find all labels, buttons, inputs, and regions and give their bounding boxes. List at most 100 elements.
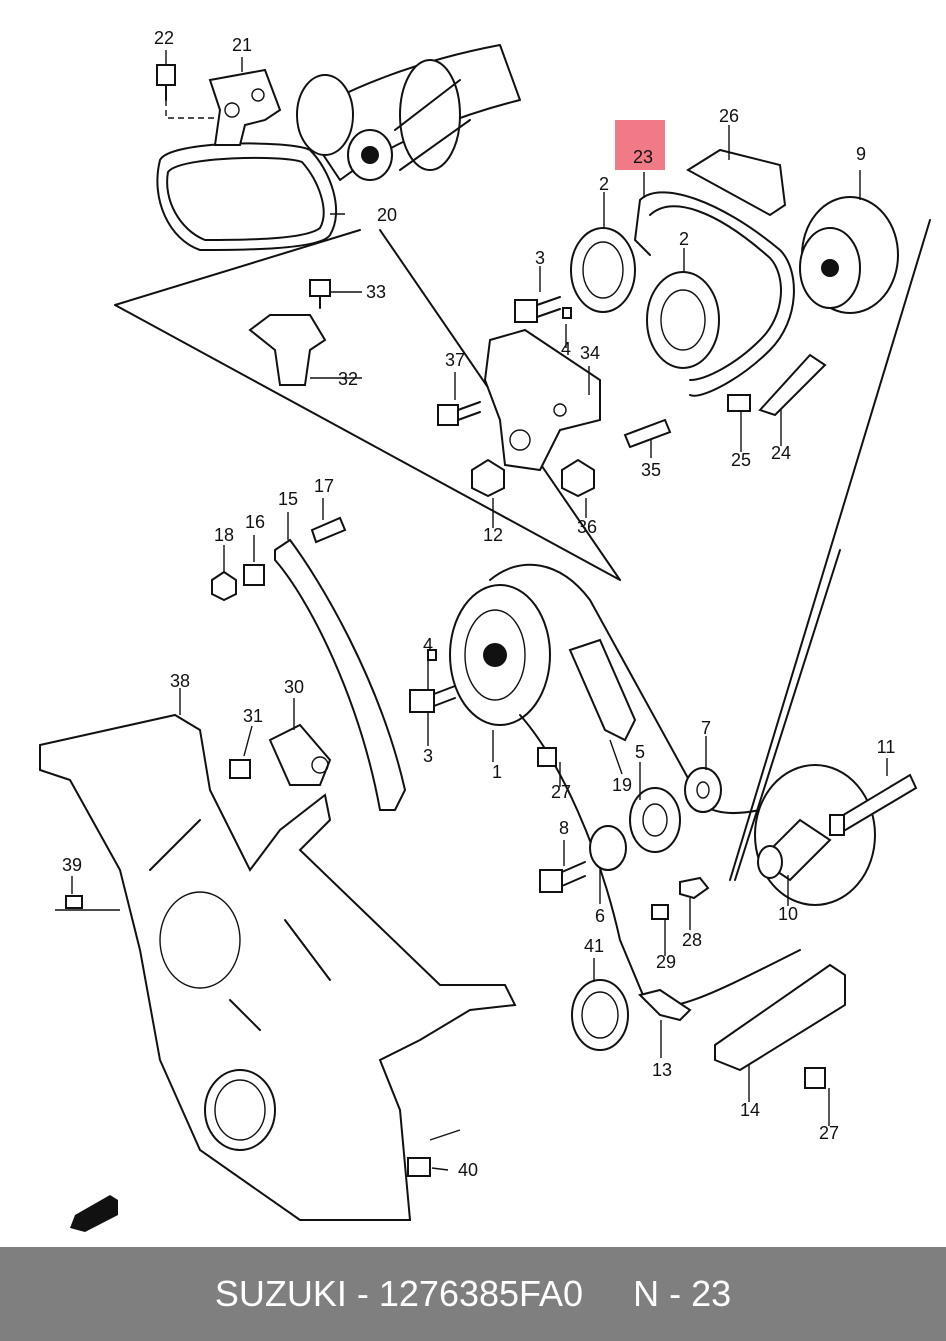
pin-4-lower — [427, 649, 437, 661]
washer-16 — [243, 564, 265, 586]
chain-20 — [156, 142, 338, 251]
footer-ref-prefix: N - — [633, 1273, 692, 1314]
bolt-33 — [309, 279, 331, 309]
highlight-23 — [615, 120, 665, 170]
footer-brand: SUZUKI — [214, 1273, 347, 1314]
pin-39 — [55, 895, 120, 911]
bolt-27-middle — [537, 747, 557, 767]
label-26: 26 — [719, 106, 739, 126]
sprocket-2-upper — [570, 227, 636, 313]
footer-gap — [583, 1273, 633, 1315]
label-21: 21 — [232, 35, 252, 55]
label-7: 7 — [701, 718, 711, 738]
sprocket-2-lower — [646, 271, 720, 369]
camshaft-assembly — [296, 44, 521, 181]
bolt-8 — [539, 861, 586, 893]
label-14: 14 — [740, 1100, 760, 1120]
washer-7 — [684, 767, 722, 813]
washer-6 — [589, 825, 627, 871]
pin-4-upper — [562, 307, 572, 319]
label-1: 1 — [492, 762, 502, 782]
label-39: 39 — [62, 855, 82, 875]
label-35: 35 — [641, 460, 661, 480]
label-2-upper: 2 — [599, 174, 609, 194]
label-29: 29 — [656, 952, 676, 972]
bolt-22 — [156, 64, 215, 119]
clip-28 — [679, 876, 710, 900]
footer-separator: - — [346, 1273, 379, 1314]
bolt-40 — [407, 1129, 461, 1177]
label-12: 12 — [483, 525, 503, 545]
bolt-29 — [651, 904, 669, 920]
bolt-3-upper — [514, 296, 561, 323]
guide-14 — [714, 963, 846, 1072]
label-2-lower: 2 — [679, 229, 689, 249]
bracket-21 — [208, 68, 282, 146]
timing-cover-38 — [39, 713, 517, 1221]
sprocket-1 — [449, 584, 551, 726]
label-19: 19 — [612, 775, 632, 795]
label-4-lower: 4 — [423, 635, 433, 655]
footer-part-number: 1276385FA0 — [378, 1273, 584, 1314]
footer-ref-number: 23 — [691, 1273, 732, 1314]
label-27-lower: 27 — [819, 1123, 839, 1143]
label-25: 25 — [731, 450, 751, 470]
bolt-37 — [437, 401, 481, 426]
seal-41 — [571, 979, 629, 1051]
label-33: 33 — [366, 282, 386, 302]
chain-guide-26 — [686, 148, 787, 217]
nut-36 — [561, 458, 595, 498]
label-16: 16 — [245, 512, 265, 532]
label-9: 9 — [856, 144, 866, 164]
label-22: 22 — [154, 28, 174, 48]
label-36: 36 — [577, 517, 597, 537]
bolt-3-lower — [409, 685, 456, 713]
label-23: 23 — [633, 147, 653, 167]
chain-guide-24 — [758, 353, 827, 417]
label-6: 6 — [595, 906, 605, 926]
label-11: 11 — [877, 737, 896, 757]
label-17: 17 — [314, 476, 334, 496]
tensioner-32 — [248, 314, 327, 386]
bolt-25 — [727, 394, 751, 412]
sprocket-9 — [799, 196, 899, 314]
label-15: 15 — [278, 489, 298, 509]
guide-15 — [274, 538, 407, 811]
stud-17 — [310, 516, 347, 544]
leader-lines — [71, 50, 888, 1171]
nut-12 — [471, 458, 505, 498]
label-20: 20 — [377, 205, 397, 225]
label-34: 34 — [580, 343, 600, 363]
parts-diagram: 22 21 20 23 26 9 2 2 3 4 34 37 33 32 35 … — [39, 28, 931, 1232]
label-8: 8 — [559, 818, 569, 838]
bolt-27-lower — [804, 1067, 826, 1089]
footer-bar: SUZUKI - 1276385FA0 N - 23 — [0, 1247, 946, 1341]
label-5: 5 — [635, 742, 645, 762]
label-13: 13 — [652, 1060, 672, 1080]
label-38: 38 — [170, 671, 190, 691]
guide-13 — [638, 988, 692, 1022]
label-10: 10 — [778, 904, 798, 924]
pulley-10 — [754, 764, 876, 906]
timing-chain-23 — [634, 191, 795, 397]
bracket-30 — [268, 723, 332, 786]
label-28: 28 — [682, 930, 702, 950]
label-41: 41 — [584, 936, 604, 956]
label-4-upper: 4 — [561, 339, 571, 359]
label-32: 32 — [338, 369, 358, 389]
housing-34 — [483, 328, 601, 472]
label-31: 31 — [243, 706, 263, 726]
sprocket-5 — [629, 787, 681, 853]
label-3-lower: 3 — [423, 746, 433, 766]
tensioner-19 — [568, 638, 637, 742]
bolt-11 — [829, 773, 918, 836]
label-37: 37 — [445, 350, 465, 370]
label-30: 30 — [284, 677, 304, 697]
bolt-31 — [229, 759, 251, 779]
label-40: 40 — [458, 1160, 478, 1180]
nut-18 — [211, 570, 237, 602]
label-3-upper: 3 — [535, 248, 545, 268]
label-18: 18 — [214, 525, 234, 545]
front-arrow — [70, 1195, 118, 1232]
label-27-middle: 27 — [551, 782, 571, 802]
